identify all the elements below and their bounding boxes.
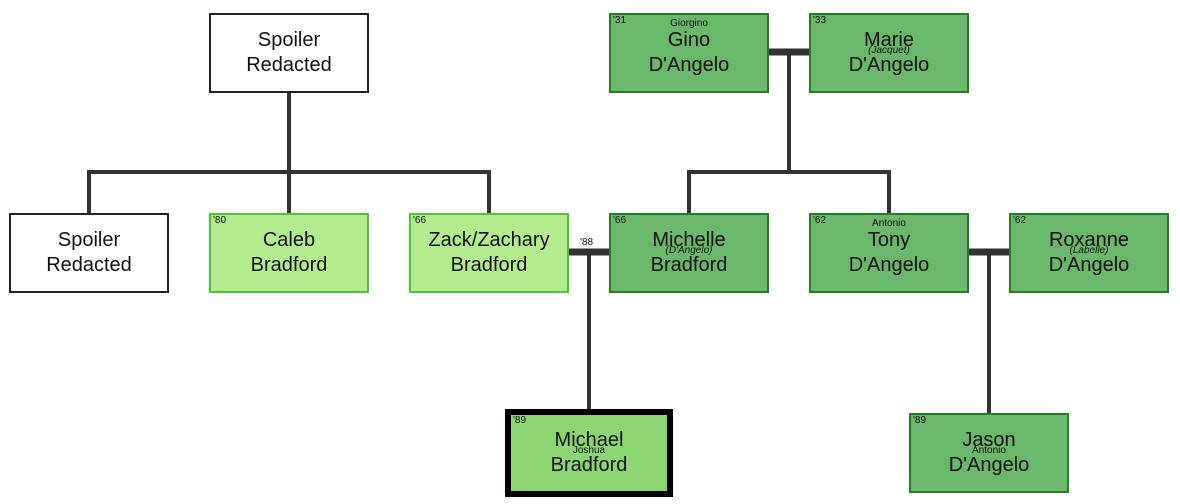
nickname: Giorgino [670, 18, 708, 29]
birth-year: '80 [213, 215, 227, 226]
birth-year: '66 [413, 215, 427, 226]
person-michelle-bradford[interactable]: '66 Michelle (D'Angelo) Bradford [609, 213, 769, 293]
nickname: Antonio [872, 218, 906, 229]
birth-year: '33 [813, 15, 827, 26]
first-name: Spoiler [257, 29, 321, 51]
birth-year: '89 [913, 415, 927, 426]
maiden-name: (D'Angelo) [665, 245, 713, 256]
birth-year: '62 [1013, 215, 1027, 226]
birth-year: '62 [813, 215, 827, 226]
last-name: Bradford [450, 254, 528, 276]
first-name: Caleb [262, 229, 316, 251]
first-name: Michelle [652, 229, 726, 251]
last-name: D'Angelo [848, 254, 930, 276]
maiden-name: (Jacquet) [868, 45, 910, 56]
first-name: Roxanne [1048, 229, 1130, 251]
first-name: Spoiler [57, 229, 121, 251]
person-michael-bradford[interactable]: '89 Michael Joshua Bradford [505, 409, 673, 497]
person-spoiler-top[interactable]: Spoiler Redacted [209, 13, 369, 93]
person-spoiler-left[interactable]: Spoiler Redacted [9, 213, 169, 293]
maiden-name: (Labelle) [1069, 245, 1109, 256]
first-name: Jason [962, 429, 1016, 451]
middle-name: Antonio [972, 445, 1006, 456]
person-marie-dangelo[interactable]: '33 Marie (Jacquet) D'Angelo [809, 13, 969, 93]
birth-year: '66 [613, 215, 627, 226]
last-name: Bradford [250, 254, 328, 276]
last-name: D'Angelo [848, 54, 930, 76]
marriage-year-label: '88 [580, 237, 594, 248]
first-name: Tony [867, 229, 911, 251]
person-tony-dangelo[interactable]: '62 Antonio Tony D'Angelo [809, 213, 969, 293]
person-jason-dangelo[interactable]: '89 Jason Antonio D'Angelo [909, 413, 1069, 493]
person-roxanne-dangelo[interactable]: '62 Roxanne (Labelle) D'Angelo [1009, 213, 1169, 293]
last-name: D'Angelo [948, 454, 1030, 476]
first-name: Michael [554, 429, 624, 451]
first-name: Gino [667, 29, 711, 51]
middle-name: Joshua [572, 445, 606, 456]
last-name: Redacted [246, 54, 332, 76]
first-name: Zack/Zachary [428, 229, 550, 251]
last-name: D'Angelo [648, 54, 730, 76]
last-name: Redacted [46, 254, 132, 276]
birth-year: '31 [613, 15, 627, 26]
last-name: D'Angelo [1048, 254, 1130, 276]
last-name: Bradford [650, 254, 728, 276]
person-zack-bradford[interactable]: '66 Zack/Zachary Bradford [409, 213, 569, 293]
person-caleb-bradford[interactable]: '80 Caleb Bradford [209, 213, 369, 293]
first-name: Marie [863, 29, 914, 51]
birth-year: '89 [513, 415, 527, 426]
person-gino-dangelo[interactable]: '31 Giorgino Gino D'Angelo [609, 13, 769, 93]
last-name: Bradford [550, 454, 628, 476]
